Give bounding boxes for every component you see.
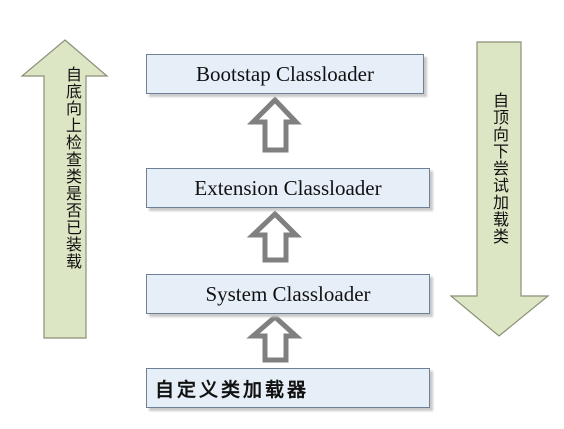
up-arrow-3 — [246, 313, 303, 363]
bootstrap-classloader-box: Bootstap Classloader — [146, 54, 424, 94]
right-arrow-label: 自顶向下尝试加载类 — [490, 92, 509, 245]
extension-classloader-box: Extension Classloader — [146, 168, 430, 208]
right-down-arrow — [449, 41, 550, 337]
custom-classloader-box: 自定义类加载器 — [146, 368, 430, 408]
system-classloader-box: System Classloader — [146, 274, 430, 314]
up-arrow-1 — [246, 96, 302, 153]
left-arrow-label: 自底向上检查类是否已装载 — [63, 66, 82, 270]
up-arrow-2 — [246, 210, 303, 263]
